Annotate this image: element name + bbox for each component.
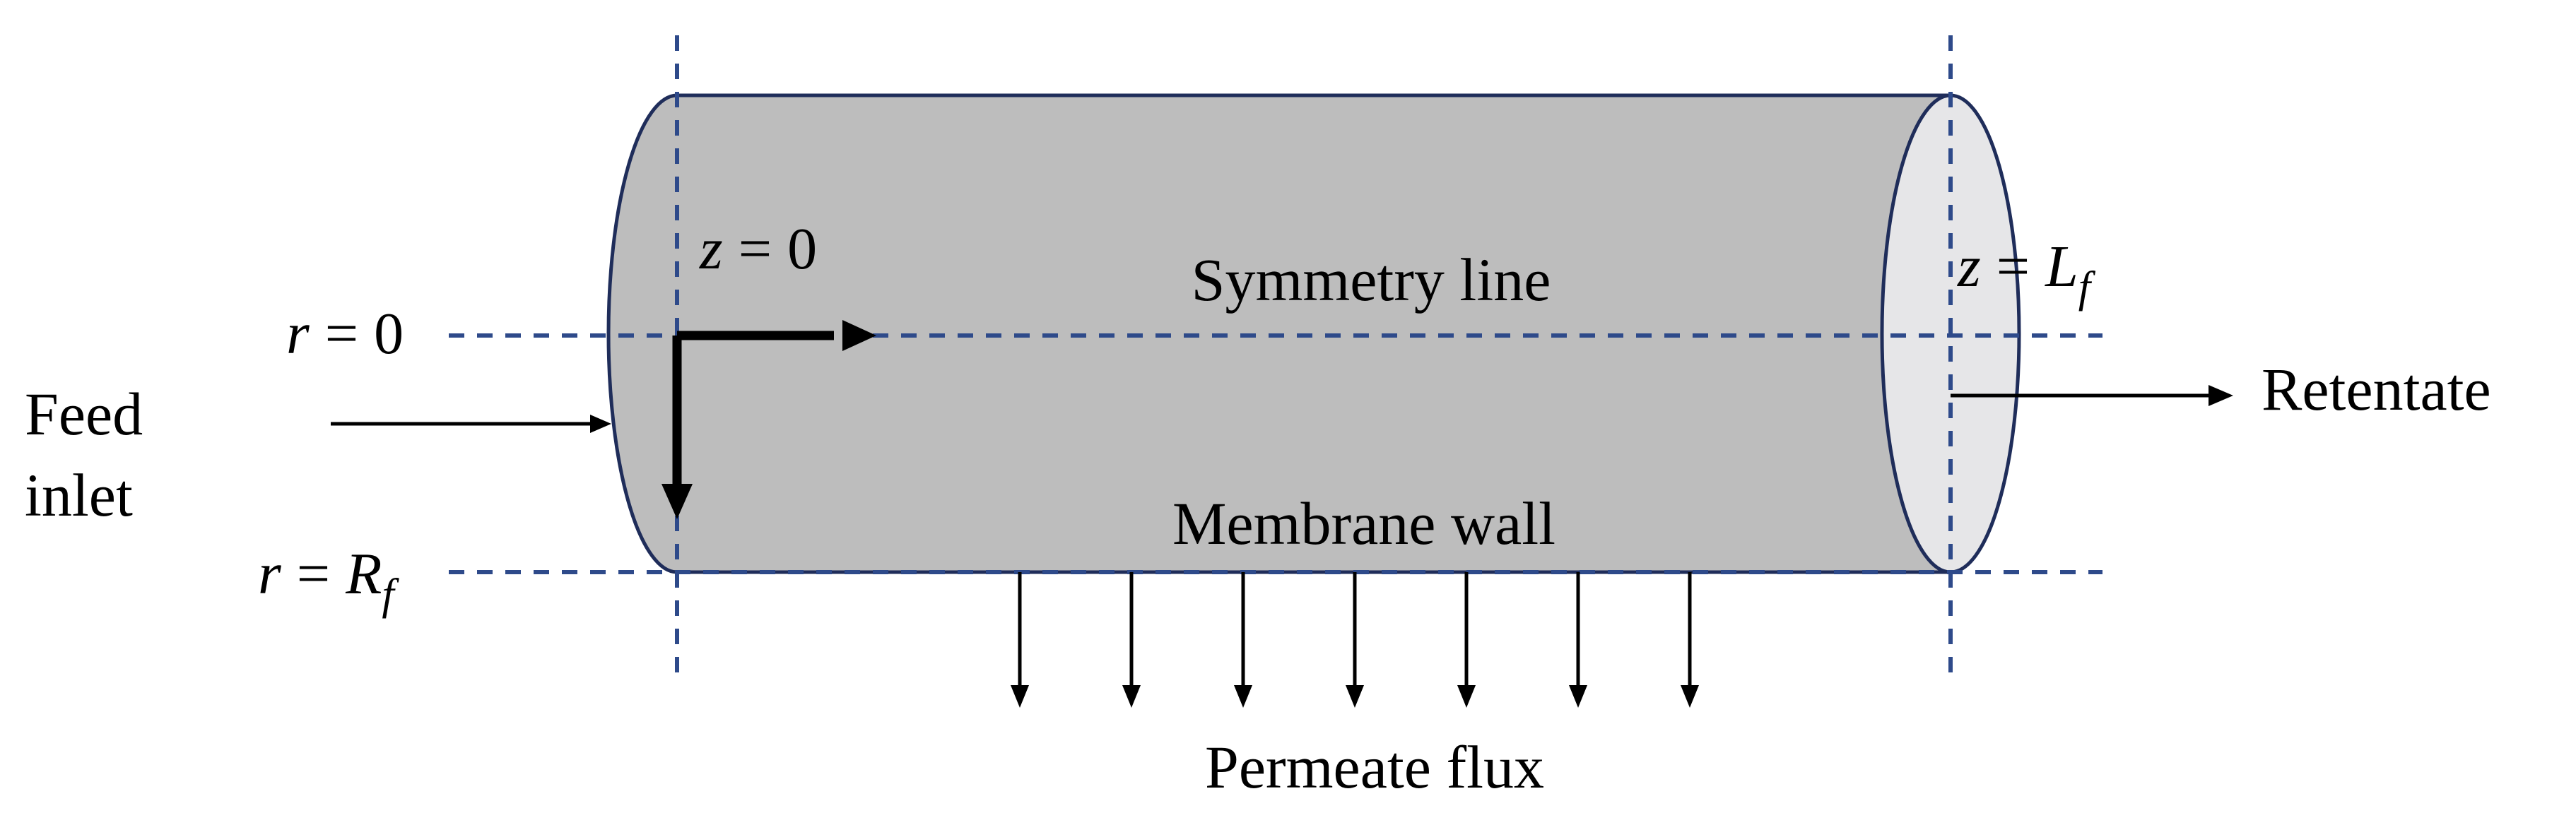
arrow-down-icon [1457,572,1476,708]
arrow-right-icon [331,415,611,433]
z-origin-label: z=0 [699,216,817,282]
permeate-arrowhead [1011,685,1029,708]
feed-inlet-label-line1: Feed [25,380,143,448]
permeate-arrowhead [1234,685,1252,708]
permeate-arrowhead [1122,685,1141,708]
arrow-right-icon [1951,385,2233,406]
arrow-down-icon [1122,572,1141,708]
arrow-down-icon [1681,572,1699,708]
permeate-arrowhead [1346,685,1364,708]
arrow-down-icon [1234,572,1252,708]
permeate-flux-label: Permeate flux [1205,733,1544,801]
z-end-label: z=Lf [1957,234,2096,311]
retentate-label: Retentate [2262,355,2491,423]
feed-inlet-label-line2: inlet [25,461,133,529]
arrow-down-icon [1346,572,1364,708]
r-axis-label: r=0 [286,301,404,367]
retentate-arrowhead [2209,385,2233,406]
arrow-down-icon [1011,572,1029,708]
symmetry-line-label: Symmetry line [1192,246,1551,314]
z-axis-arrowhead [842,320,876,351]
r-wall-label: r=Rf [258,541,399,619]
r-axis-arrowhead [661,484,693,519]
feed-arrowhead [590,415,611,433]
arrow-down-icon [1569,572,1587,708]
permeate-arrows [1011,572,1699,708]
coordinate-axes-icon [661,320,876,519]
membrane-wall-label: Membrane wall [1172,489,1555,557]
permeate-arrowhead [1681,685,1699,708]
permeate-arrowhead [1569,685,1587,708]
permeate-arrowhead [1457,685,1476,708]
